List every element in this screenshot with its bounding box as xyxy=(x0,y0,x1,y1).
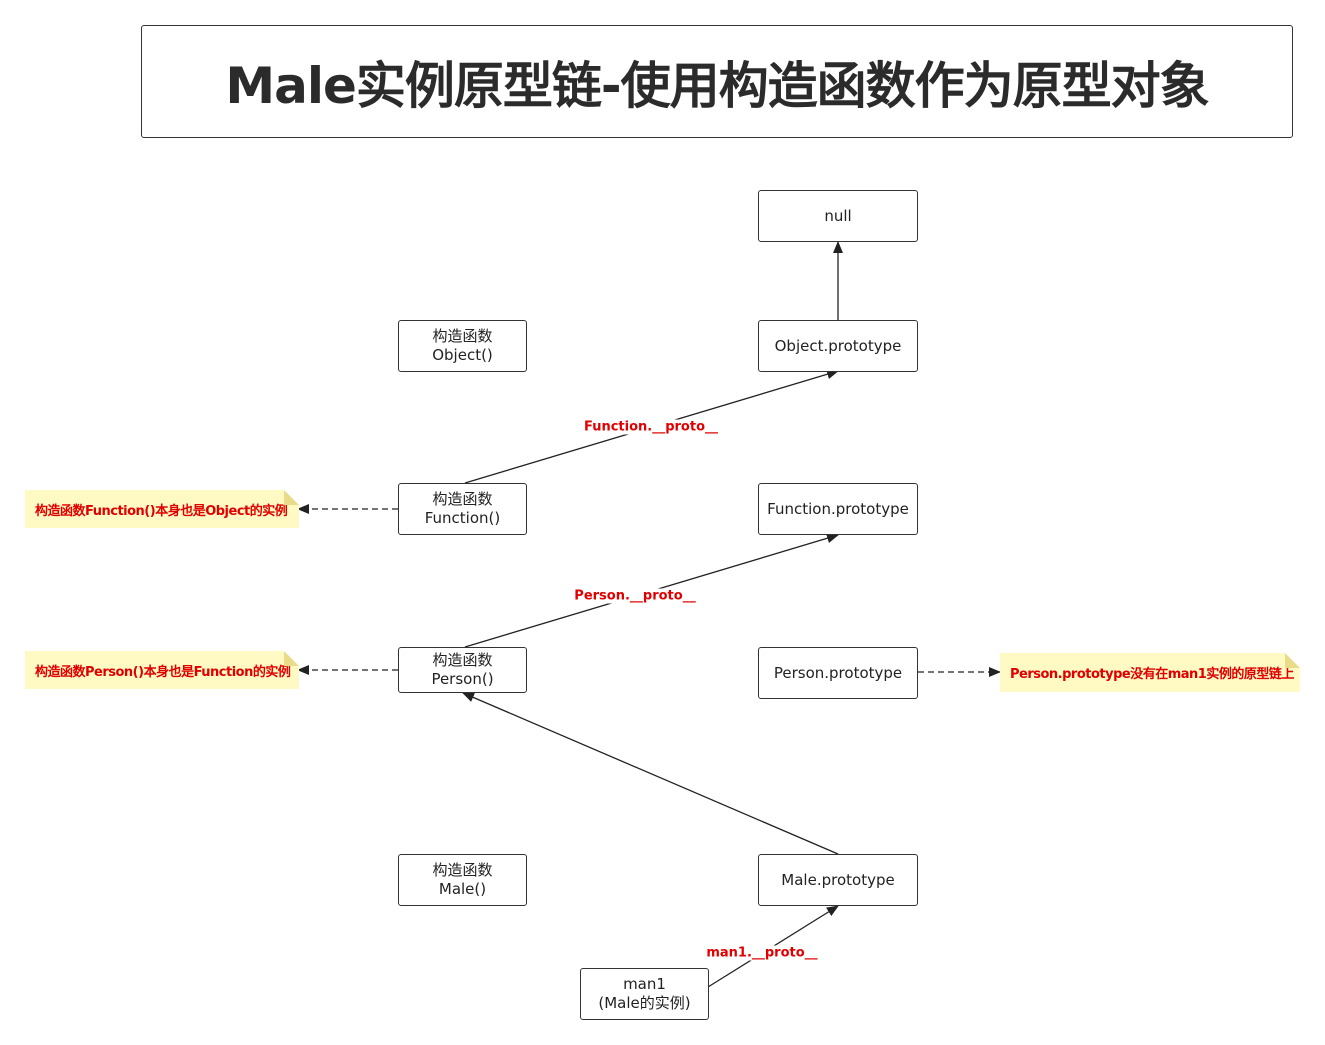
note-person-prototype-text: Person.prototype没有在man1实例的原型链上 xyxy=(1010,667,1294,682)
edge-male-prototype-to-person xyxy=(462,692,839,855)
title-box: Male实例原型链-使用构造函数作为原型对象 xyxy=(141,25,1293,138)
male-prototype-label: Male.prototype xyxy=(781,870,895,889)
ctor-person-node: 构造函数 Person() xyxy=(398,647,527,693)
object-prototype-label: Object.prototype xyxy=(774,336,902,355)
man1-line1: man1 xyxy=(623,975,666,993)
object-prototype-node: Object.prototype xyxy=(758,320,918,372)
edge-label-function-proto: Function.__proto__ xyxy=(581,419,721,435)
ctor-function-line1: 构造函数 xyxy=(432,490,493,508)
ctor-male-line1: 构造函数 xyxy=(432,861,493,879)
man1-node: man1 (Male的实例) xyxy=(580,968,709,1020)
ctor-object-line1: 构造函数 xyxy=(432,327,493,345)
person-prototype-label: Person.prototype xyxy=(773,663,903,682)
ctor-object-node: 构造函数 Object() xyxy=(398,320,527,372)
male-prototype-node: Male.prototype xyxy=(758,854,918,906)
function-prototype-label: Function.prototype xyxy=(767,499,909,518)
null-node: null xyxy=(758,190,918,242)
ctor-function-node: 构造函数 Function() xyxy=(398,483,527,535)
ctor-function-line2: Function() xyxy=(424,509,501,527)
function-prototype-node: Function.prototype xyxy=(758,483,918,535)
ctor-person-line2: Person() xyxy=(431,670,494,688)
man1-line2: (Male的实例) xyxy=(598,994,691,1012)
note-person: 构造函数Person()本身也是Function的实例 xyxy=(25,651,299,689)
edge-label-person-proto: Person.__proto__ xyxy=(572,588,698,604)
ctor-object-line2: Object() xyxy=(432,346,493,364)
edge-label-man1-proto: man1.__proto__ xyxy=(704,945,820,961)
note-person-text: 构造函数Person()本身也是Function的实例 xyxy=(35,664,291,680)
note-person-prototype: Person.prototype没有在man1实例的原型链上 xyxy=(1000,653,1300,692)
note-function: 构造函数Function()本身也是Object的实例 xyxy=(25,490,299,528)
ctor-person-line1: 构造函数 xyxy=(432,651,493,669)
diagram-title: Male实例原型链-使用构造函数作为原型对象 xyxy=(225,56,1209,115)
null-node-label: null xyxy=(824,206,852,225)
person-prototype-node: Person.prototype xyxy=(758,647,918,699)
ctor-male-node: 构造函数 Male() xyxy=(398,854,527,906)
note-function-text: 构造函数Function()本身也是Object的实例 xyxy=(35,503,288,519)
ctor-male-line2: Male() xyxy=(438,880,487,898)
